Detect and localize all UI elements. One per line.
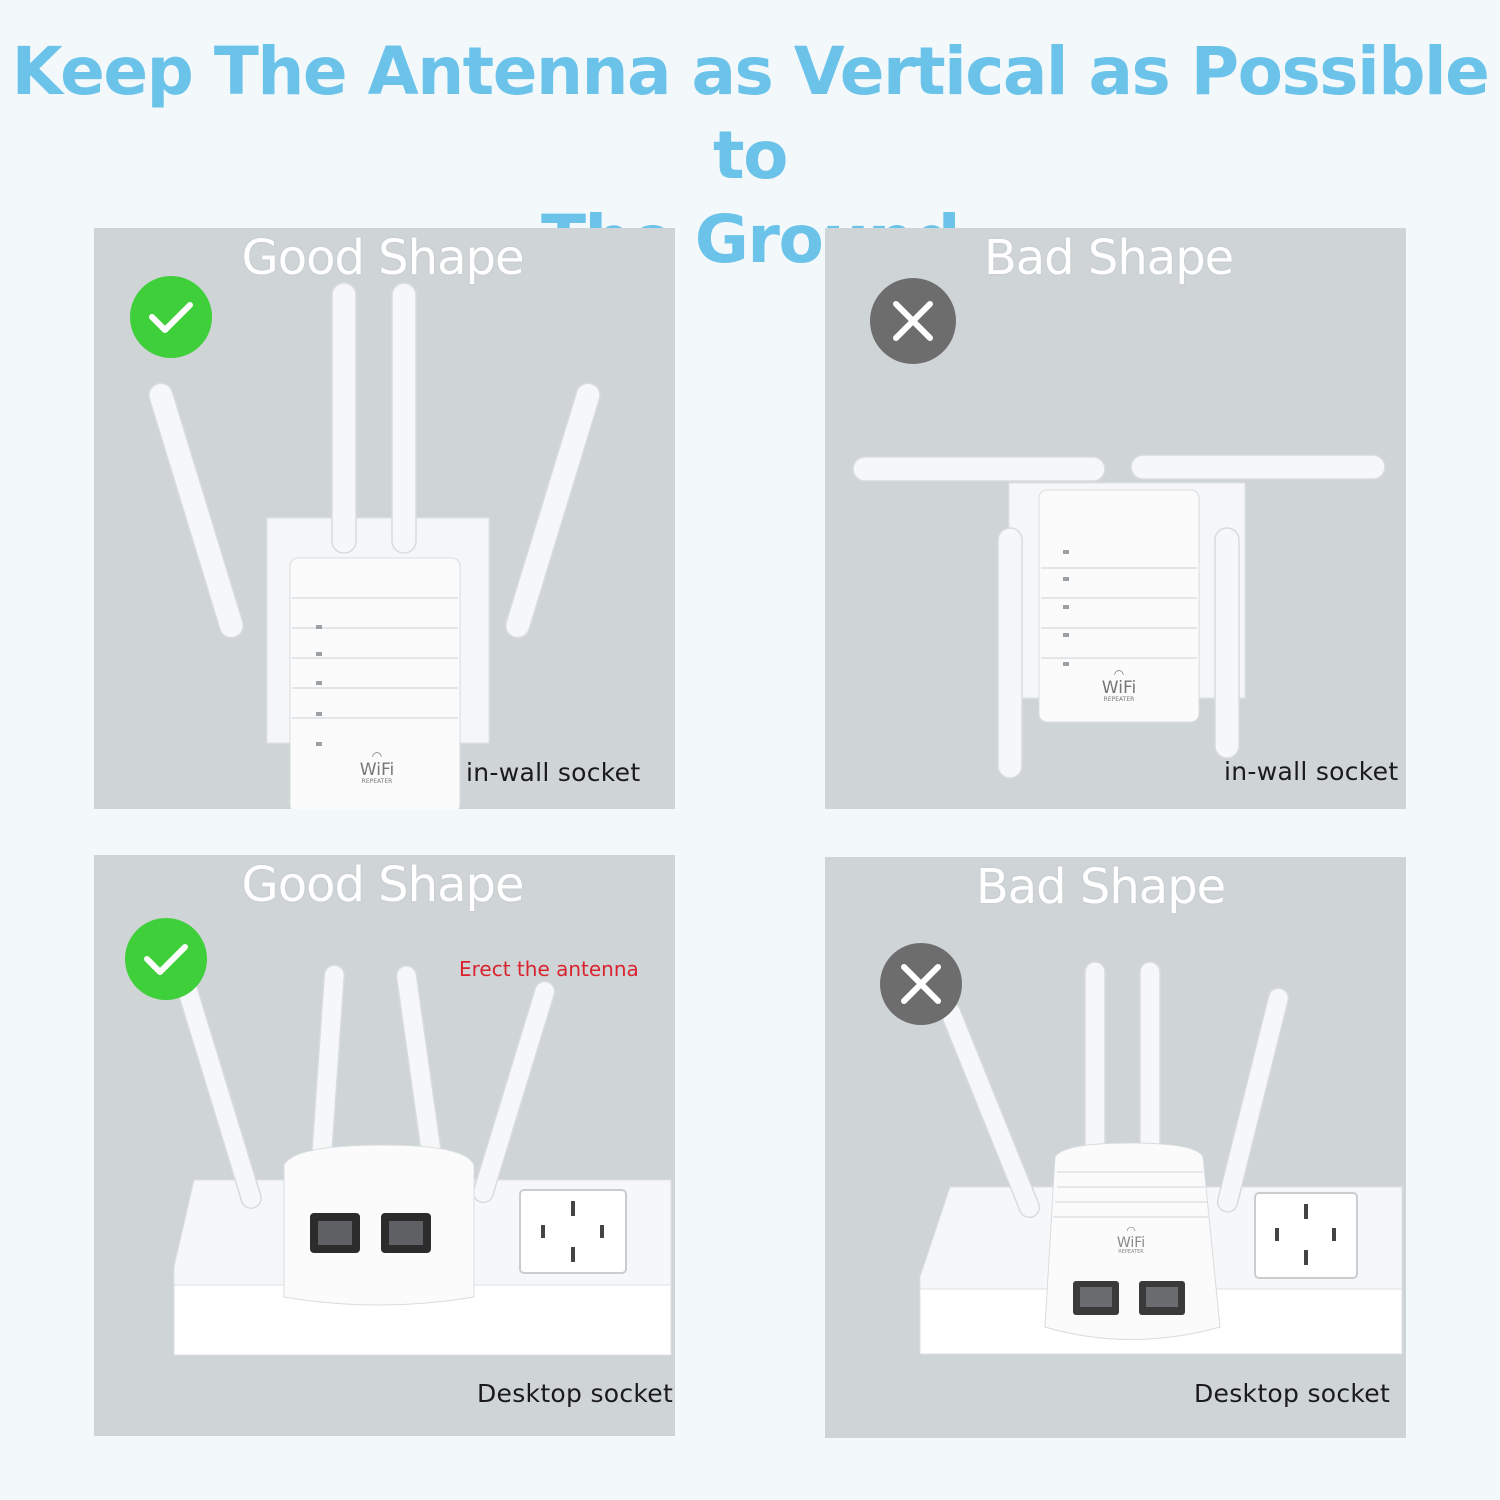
title-line-1: Keep The Antenna as Vertical as Possible… bbox=[11, 33, 1490, 194]
wifi-logo: ◠ WiFi REPEATER bbox=[1103, 1225, 1159, 1255]
panel-caption: in-wall socket bbox=[1224, 757, 1399, 786]
panel-bad-in-wall: Bad Shape ◠ WiFi REPEATER in-wall socket bbox=[825, 228, 1406, 809]
panel-heading: Good Shape bbox=[241, 230, 525, 286]
panel-caption: Desktop socket bbox=[1194, 1379, 1391, 1408]
panel-heading: Bad Shape bbox=[983, 230, 1234, 286]
panel-caption: Desktop socket bbox=[477, 1379, 674, 1408]
panel-good-desktop: Good Shape Erect the antenna Desktop soc… bbox=[94, 855, 675, 1436]
repeater-illustration bbox=[852, 454, 1386, 779]
panel-bad-desktop: Bad Shape ◠ WiFi REPEATER Desktop socket bbox=[825, 857, 1406, 1438]
wifi-icon: ◠ bbox=[1113, 667, 1125, 681]
panel-heading: Good Shape bbox=[241, 857, 525, 913]
device-brand-label: WiFi bbox=[1101, 678, 1137, 698]
instruction-note: Erect the antenna bbox=[459, 957, 639, 981]
check-icon bbox=[125, 918, 207, 1000]
check-icon bbox=[130, 276, 212, 358]
repeater-illustration bbox=[148, 282, 601, 809]
repeater-illustration bbox=[173, 964, 672, 1356]
device-brand-label: WiFi bbox=[359, 760, 395, 780]
panel-good-in-wall: Good Shape ◠ WiFi REPEATER in-wall socke… bbox=[94, 228, 675, 809]
repeater-illustration bbox=[919, 961, 1403, 1355]
wifi-icon: ◠ bbox=[371, 749, 383, 763]
device-sub-label: REPEATER bbox=[1103, 696, 1135, 703]
wifi-logo: ◠ WiFi REPEATER bbox=[1091, 668, 1147, 703]
close-icon bbox=[880, 943, 962, 1025]
device-sub-label: REPEATER bbox=[361, 778, 393, 785]
close-icon bbox=[870, 278, 956, 364]
wifi-logo: ◠ WiFi REPEATER bbox=[349, 750, 405, 785]
wifi-icon: ◠ bbox=[1126, 1224, 1136, 1237]
device-sub-label: REPEATER bbox=[1118, 1249, 1144, 1255]
device-brand-label: WiFi bbox=[1116, 1235, 1146, 1251]
panel-heading: Bad Shape bbox=[975, 859, 1226, 915]
panel-caption: in-wall socket bbox=[466, 758, 641, 787]
